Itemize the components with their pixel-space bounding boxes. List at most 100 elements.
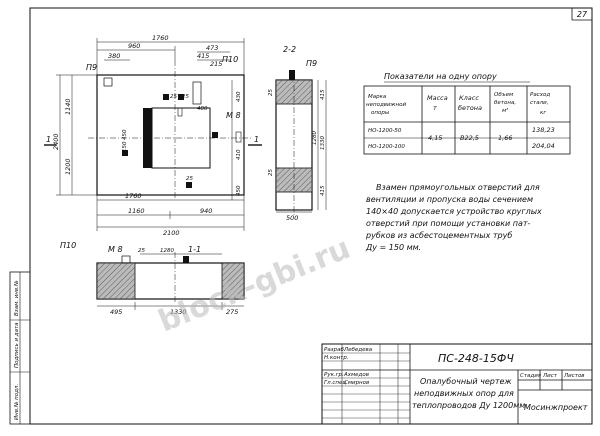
label-p9: П9 [86,63,97,72]
th-class-2: бетона [458,104,482,112]
s11-dim-25: 25 [138,248,145,254]
tb-designation: ПС-248-15ФЧ [438,352,514,365]
section-1-1-lug-b [183,256,189,263]
note-line-6: Ду = 150 мм. [365,243,421,252]
section-1-1-m8: М 8 [108,245,123,254]
tb-role-1: Разраб. [324,347,346,353]
tb-desc-2: неподвижных опор для [414,389,514,398]
section-2-2-labels: 2-2 П9 415 1280 1330 25 25 415 500 [268,45,326,222]
th-volume-1: Объем [494,92,513,98]
tb-role-3: Рук.гр. [324,372,344,378]
tb-role-2: Н.контр. [324,355,349,361]
plan-view-labels: 1760 960 380 415 473 215 2400 1140 1200 … [46,34,259,237]
dim-right-450: 450 [236,185,242,196]
cell-r1-volume: 1,66 [498,134,512,142]
tb-name-3: Ахмедов [343,372,369,378]
th-mass-2: т [433,104,437,112]
side-stamp: Инв.№ подл. Подпись и дата Взам. инв.№ [9,271,31,425]
section-2-2 [275,70,327,215]
section-2-2-p9: П9 [306,59,317,68]
dim-bottom-1760: 1760 [125,192,142,200]
tb-organization: Мосинжпроект [524,403,588,412]
cell-r1-mark: НО-1200-50 [368,128,402,134]
dim-top-473: 473 [206,44,218,52]
dim-left-1140: 1140 [64,98,72,115]
th-mark-3: опоры [371,110,390,116]
tb-role-4: Гл.спец. [324,380,348,386]
dim-top-380: 380 [108,52,120,60]
page-number: 27 [577,10,588,19]
tb-sheets-label: Листов [563,373,585,379]
note-line-1: Взамен прямоугольных отверстий для [376,183,540,192]
dim-top-215: 215 [210,60,222,68]
tb-desc-1: Опалубочный чертеж [420,377,512,386]
dim-center-150: 150 [122,141,128,152]
section-2-2-title: 2-2 [283,45,296,54]
note-line-3: 140×40 допускается устройство круглых [366,207,542,216]
tb-name-1: Лебедева [343,347,373,353]
th-steel-3: кг [540,110,546,116]
section-1-1-labels: П10 М 8 25 1280 1-1 495 1330 275 [60,241,238,316]
cell-r1-mass: 4,15 [428,134,442,142]
stamp-signature-label: Подпись и дата [14,322,20,368]
s11-dim-1330: 1330 [170,308,187,316]
th-volume-2: бетона, [494,100,516,106]
title-block-text: Разраб. Лебедева Н.контр. Рук.гр. Ахмедо… [324,347,588,412]
plan-part-p9 [103,77,113,87]
dim-center-480: 480 [197,106,208,112]
s22-dim-25b: 25 [268,89,274,96]
dim-left-1200: 1200 [64,158,72,175]
watermark-text: block-gbi.ru [154,231,356,340]
s11-dim-1280: 1280 [160,248,174,254]
th-steel-1: Расход [530,92,550,98]
th-mark-2: неподвижной [366,102,406,108]
label-m8: М 8 [226,111,241,120]
dim-center-25a: 25 [170,94,177,100]
s22-dim-500: 500 [286,214,298,222]
th-mark-1: Марка [368,94,387,100]
section-1-1 [96,252,245,310]
dim-right-410: 410 [236,149,242,160]
tb-desc-3: теплопроводов Ду 1200мм [412,401,525,410]
section-1-1-p10: П10 [60,241,76,250]
note-line-5: рубков из асбестоцементных труб [365,231,512,240]
stamp-inv-label: Инв.№ подл. [14,384,20,420]
th-volume-3: м³ [502,107,509,114]
stamp-replace-label: Взам. инв.№ [14,280,20,316]
th-class-1: Класс [459,94,479,102]
tb-sheet-label: Лист [542,373,558,379]
th-mass-1: Масса [427,94,448,102]
note-line-2: вентиляции и пропуска воды сечением [366,195,533,204]
dim-top-1760: 1760 [152,34,169,42]
section-2-2-lug [289,70,295,80]
label-p10: П10 [222,55,238,64]
cell-r1-steel: 138,23 [532,126,555,134]
section-mark-right: 1 [254,135,259,144]
section-1-1-title: 1-1 [188,245,201,254]
s11-dim-495: 495 [110,308,122,316]
s22-dim-415a: 415 [320,89,326,100]
dim-center-25b: 25 [182,94,189,100]
section-1-1-lug-a [121,255,131,264]
note-line-4: отверстий при помощи установки пат- [366,219,531,228]
dim-center-25c: 25 [186,176,193,182]
dim-bottom-940: 940 [200,207,212,215]
dim-bottom-2100: 2100 [163,229,180,237]
section-mark-left: 1 [46,135,51,144]
plan-view [44,38,262,231]
s22-dim-25a: 25 [268,169,274,176]
dim-top-960: 960 [128,42,140,50]
cell-r2-steel: 204,04 [532,142,555,150]
dim-left-2400: 2400 [52,133,60,150]
cell-r2-mark: НО-1200-100 [368,144,405,150]
tb-name-4: Смирнов [344,380,369,386]
th-steel-2: стали, [530,100,549,106]
dim-bottom-1160: 1160 [128,207,145,215]
tb-stage-label: Стадия [520,373,542,379]
dim-right-430: 430 [236,91,242,102]
s22-dim-415b: 415 [320,185,326,196]
s22-dim-1280: 1280 [312,131,318,145]
sheet-frame [29,7,593,425]
